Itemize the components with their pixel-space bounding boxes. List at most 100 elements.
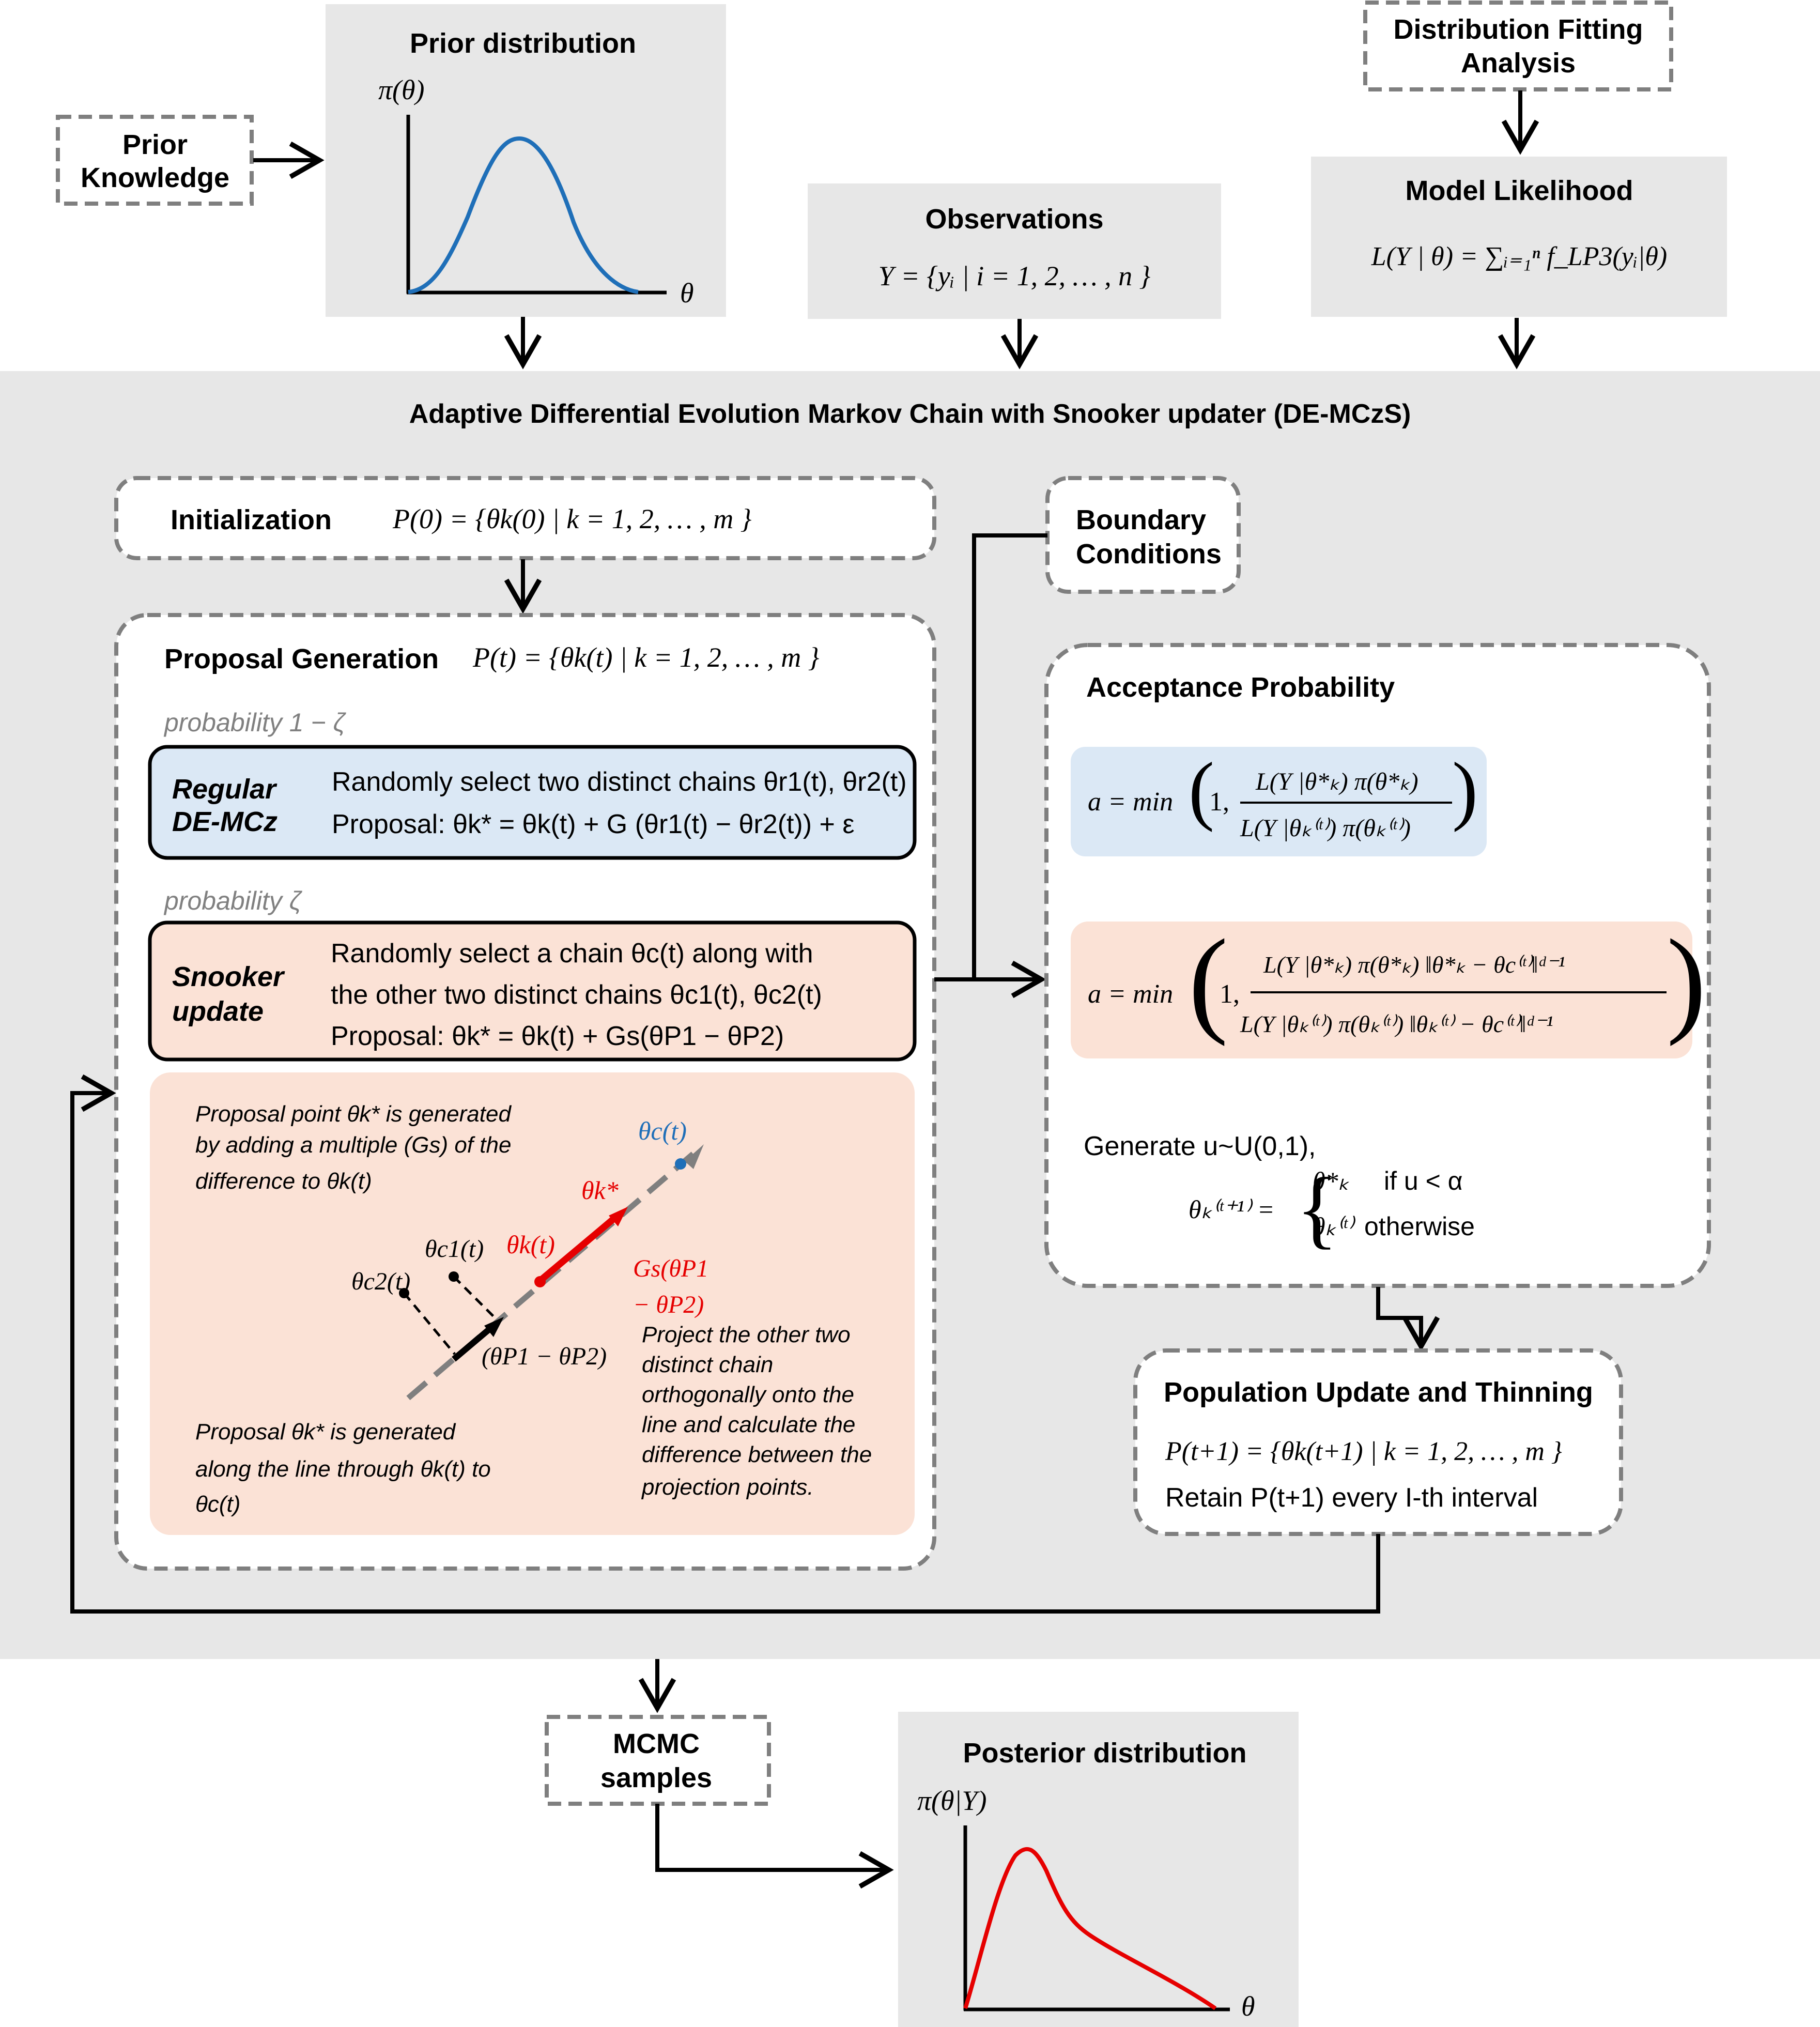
posterior-x-axis-label: θ [1241,1991,1255,2022]
acceptance-cases: θₖ⁽ᵗ⁺¹⁾ = { θ*ₖ if u < α θₖ⁽ᵗ⁾ otherwise [1189,1160,1475,1257]
snooker-line-arrowhead [685,1144,704,1169]
distribution-fitting-line2: Analysis [1461,48,1576,79]
mcmc-samples-line1: MCMC [613,1728,700,1759]
population-update-box: Population Update and Thinning P(t+1) = … [1133,1348,1623,1536]
theta-c2-label: θc2(t) [351,1268,410,1295]
acceptance-regular-numerator: L(Y |θ*ₖ) π(θ*ₖ) [1255,768,1418,795]
initialization-formula: P(0) = {θk(0) | k = 1, 2, … , m } [392,503,752,534]
snooker-illustration-bg [150,1072,915,1535]
snooker-line1: Randomly select a chain θc(t) along with [331,939,813,969]
acceptance-regular-lhs: a = min [1088,787,1173,817]
proposal-arrow-red-head [609,1207,628,1226]
note-bottom-line3: θc(t) [195,1492,240,1517]
posterior-curve [963,1847,1217,2010]
acceptance-regular-rparen: ) [1452,747,1478,833]
theta-c-label: θc(t) [638,1116,687,1145]
arrow-mcmc-to-posterior [655,1804,894,1889]
observations-title: Observations [925,204,1103,235]
posterior-distribution-title: Posterior distribution [963,1738,1246,1769]
acceptance-snooker-rparen: ) [1667,915,1706,1047]
prior-distribution-bg [326,4,726,317]
observations-box: Observations Y = {yᵢ | i = 1, 2, … , n } [808,183,1221,319]
probability-snooker-label: probability ζ [163,886,303,915]
observations-formula: Y = {yᵢ | i = 1, 2, … , n } [878,260,1151,291]
prior-knowledge-box: Prior Knowledge [56,115,254,206]
note-top-line3: difference to θk(t) [195,1169,372,1194]
acceptance-snooker-lhs: a = min [1088,979,1173,1009]
acceptance-snooker-numerator: L(Y |θ*ₖ) π(θ*ₖ) ‖θ*ₖ − θc⁽ᵗ⁾‖ᵈ⁻¹ [1263,951,1565,978]
arrow-acceptance-to-population [1376,1287,1440,1352]
acceptance-regular-lparen: ( [1189,747,1214,833]
acceptance-snooker-one: 1, [1220,979,1240,1009]
note-right-line1: Project the other two [642,1322,851,1347]
acceptance-snooker-box [1071,922,1692,1058]
snooker-line2: the other two distinct chains θc1(t), θc… [331,980,822,1010]
theta-k-star-label: θk* [581,1176,619,1205]
model-likelihood-title: Model Likelihood [1406,175,1633,206]
snooker-update-box [148,920,917,1062]
cases-brace: { [1296,1160,1338,1257]
regular-line2: Proposal: θk* = θk(t) + G (θr1(t) − θr2(… [332,809,855,839]
case-otherwise-value: θₖ⁽ᵗ⁾ [1313,1212,1356,1241]
snooker-label-line1: Snooker [172,961,285,992]
population-update-formula: P(t+1) = {θk(t+1) | k = 1, 2, … , m } [1165,1437,1562,1466]
snooker-label-line2: update [172,996,264,1027]
note-right-line4: line and calculate the [642,1412,855,1437]
acceptance-snooker-formula: a = min ( 1, L(Y |θ*ₖ) π(θ*ₖ) ‖θ*ₖ − θc⁽… [1088,915,1706,1047]
boundary-conditions-line2: Conditions [1076,539,1222,570]
posterior-distribution-box: Posterior distribution π(θ|Y) θ [898,1712,1299,2027]
population-retain-line: Retain P(t+1) every I-th interval [1165,1483,1538,1513]
gs-label-line1: Gs(θP1 [633,1255,708,1282]
distribution-fitting-line1: Distribution Fitting [1394,14,1643,45]
note-right-line3: orthogonally onto the [642,1382,854,1407]
prior-curve [408,136,639,294]
regular-demcz-box [148,745,917,860]
probability-regular-label: probability 1 − ζ [163,708,347,737]
acceptance-regular-denominator: L(Y |θₖ⁽ᵗ⁾) π(θₖ⁽ᵗ⁾) [1240,815,1411,842]
case-if-value: θ*ₖ [1313,1166,1350,1195]
case-if-condition: if u < α [1384,1166,1463,1195]
regular-label-line2: DE-MCz [172,806,277,837]
prior-knowledge-border [56,115,254,206]
initialization-label: Initialization [171,504,332,535]
distribution-fitting-border [1363,1,1673,91]
distribution-fitting-box: Distribution Fitting Analysis [1363,1,1673,91]
dezms-panel-title: Adaptive Differential Evolution Markov C… [409,399,1411,429]
acceptance-regular-one: 1, [1209,787,1229,817]
prior-knowledge-line2: Knowledge [81,162,229,193]
snooker-line3: Proposal: θk* = θk(t) + Gs(θP1 − θP2) [331,1021,784,1051]
theta-k-t-point [534,1276,546,1287]
population-update-title: Population Update and Thinning [1164,1377,1593,1408]
note-bottom-line2: along the line through θk(t) to [195,1456,491,1482]
proposal-generation-formula: P(t) = {θk(t) | k = 1, 2, … , m } [472,642,820,673]
theta-k-t1-lhs: θₖ⁽ᵗ⁺¹⁾ = [1189,1195,1274,1224]
acceptance-probability-box: Acceptance Probability a = min ( 1, L(Y … [1044,643,1711,1288]
difference-label: (θP1 − θP2) [482,1343,607,1370]
difference-arrow-black-head [484,1317,504,1337]
prior-x-axis-label: θ [680,278,694,309]
note-right-line2: distinct chain [642,1352,773,1377]
initialization-border [114,476,936,560]
prior-y-axis-label: π(θ) [378,74,425,105]
prior-knowledge-line1: Prior [122,129,188,160]
proposal-generation-title: Proposal Generation [164,643,439,674]
acceptance-title: Acceptance Probability [1086,672,1395,703]
note-top-line1: Proposal point θk* is generated [195,1101,512,1127]
mcmc-samples-line2: samples [600,1762,712,1793]
projection-c1 [453,1276,501,1324]
note-bottom-line1: Proposal θk* is generated [195,1419,456,1445]
posterior-y-axis-label: π(θ|Y) [917,1785,986,1816]
proposal-arrow-red [537,1213,620,1283]
feedback-loop-arrow [70,1074,1380,1614]
difference-arrow-black [452,1323,496,1362]
theta-c1-label: θc1(t) [425,1235,484,1263]
regular-line1: Randomly select two distinct chains θr1(… [332,767,907,797]
note-top-line2: by adding a multiple (Gs) of the [195,1132,511,1158]
model-likelihood-formula: L(Y | θ) = ∑ᵢ₌₁ⁿ f_LP3(yᵢ|θ) [1371,242,1668,271]
mcmc-samples-box: MCMC samples [545,1715,771,1806]
acceptance-regular-formula: a = min ( 1, L(Y |θ*ₖ) π(θ*ₖ) L(Y |θₖ⁽ᵗ⁾… [1088,747,1478,842]
observations-bg [808,183,1221,319]
prior-distribution-title: Prior distribution [410,28,636,59]
